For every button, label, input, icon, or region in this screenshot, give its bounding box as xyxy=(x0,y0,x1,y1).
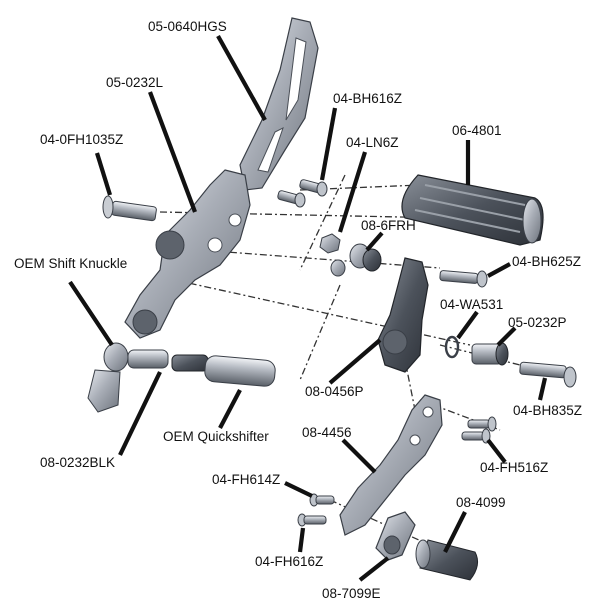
frame-bushing-part xyxy=(330,243,382,277)
label-08-4456: 08-4456 xyxy=(302,425,352,440)
plate-hole-2 xyxy=(207,237,223,253)
leader-04-BH835Z xyxy=(537,377,548,401)
lock-nut-part xyxy=(319,233,341,254)
label-oem-quickshifter: OEM Quickshifter xyxy=(163,429,269,444)
leader-04-WA531 xyxy=(456,310,479,340)
plate-boss xyxy=(155,230,185,260)
flat-head-bolt-516-part xyxy=(461,416,497,444)
leader-04-FH516Z xyxy=(486,438,507,464)
oem-shift-knuckle-part xyxy=(87,342,169,413)
pedal-hole-1 xyxy=(422,406,434,418)
leader-04-FH614Z xyxy=(284,481,313,498)
flat-head-bolt-616-part xyxy=(297,513,327,527)
pedal-lever-part xyxy=(339,394,443,536)
heel-guard-slot-1 xyxy=(285,37,307,121)
lever-pivot xyxy=(382,329,408,355)
label-08-0232BLK: 08-0232BLK xyxy=(40,455,115,470)
leader-04-BH625Z xyxy=(486,262,512,278)
leader-05-0232P xyxy=(496,326,517,347)
heel-guard-slot-2 xyxy=(257,127,284,173)
label-04-BH616Z: 04-BH616Z xyxy=(333,91,402,106)
leader-05-0232L xyxy=(148,91,197,213)
leader-08-4099 xyxy=(443,511,467,553)
label-05-0640HGS: 05-0640HGS xyxy=(148,19,227,34)
label-04-BH835Z: 04-BH835Z xyxy=(513,403,582,418)
leader-08-4456 xyxy=(341,438,377,474)
pedal-peg-part xyxy=(415,539,479,581)
label-08-7099E: 08-7099E xyxy=(322,586,381,601)
leader-08-0456P xyxy=(328,338,382,385)
label-04-LN6Z: 04-LN6Z xyxy=(346,135,399,150)
leader-08-7099E xyxy=(358,556,390,582)
leader-05-0640HGS xyxy=(216,34,267,122)
heel-guard-part xyxy=(239,17,319,191)
pedal-hole-2 xyxy=(409,434,421,446)
button-head-bolt-625-part xyxy=(439,270,488,288)
pedal-tip-hole xyxy=(383,535,401,555)
leader-04-LN6Z xyxy=(337,151,368,233)
label-08-6FRH: 08-6FRH xyxy=(361,218,416,233)
washer-part xyxy=(444,335,460,359)
leader-08-0232BLK xyxy=(118,371,162,456)
label-05-0232P: 05-0232P xyxy=(508,315,567,330)
foot-peg-grip-part xyxy=(401,174,544,246)
leader-04-BH616Z xyxy=(319,107,338,181)
label-04-FH516Z: 04-FH516Z xyxy=(480,460,548,475)
leader-04-FH616Z xyxy=(297,527,306,553)
leader-04-0FH1035Z xyxy=(94,152,113,196)
pivot-bushing-part xyxy=(471,342,509,366)
flat-head-bolt-long-part xyxy=(102,195,157,222)
rearset-plate-part xyxy=(124,169,251,339)
label-06-4801: 06-4801 xyxy=(452,123,502,138)
label-04-FH614Z: 04-FH614Z xyxy=(212,472,280,487)
shift-lever-arm-part xyxy=(377,257,429,373)
label-04-FH616Z: 04-FH616Z xyxy=(255,554,323,569)
leader-08-6FRH xyxy=(365,231,384,252)
label-08-0456P: 08-0456P xyxy=(305,384,364,399)
flat-head-bolt-614-part xyxy=(309,493,335,507)
leader-oem-shift-knuckle xyxy=(68,280,114,347)
button-head-bolt-835-part xyxy=(519,361,577,388)
label-08-4099: 08-4099 xyxy=(456,495,506,510)
label-oem-shift-knuckle: OEM Shift Knuckle xyxy=(14,256,127,271)
label-04-0FH1035Z: 04-0FH1035Z xyxy=(40,132,123,147)
label-04-WA531: 04-WA531 xyxy=(440,297,503,312)
label-04-BH625Z: 04-BH625Z xyxy=(512,254,581,269)
leader-oem-quickshifter xyxy=(218,389,242,429)
button-head-bolt-pair-part xyxy=(277,179,328,208)
plate-lower-boss xyxy=(132,309,158,335)
oem-quickshifter-part xyxy=(171,354,276,387)
plate-hole-1 xyxy=(228,213,242,227)
leader-lines xyxy=(68,34,548,582)
part-labels: 05-0640HGS 05-0232L 04-BH616Z 04-0FH1035… xyxy=(14,19,582,601)
label-05-0232L: 05-0232L xyxy=(106,75,164,90)
